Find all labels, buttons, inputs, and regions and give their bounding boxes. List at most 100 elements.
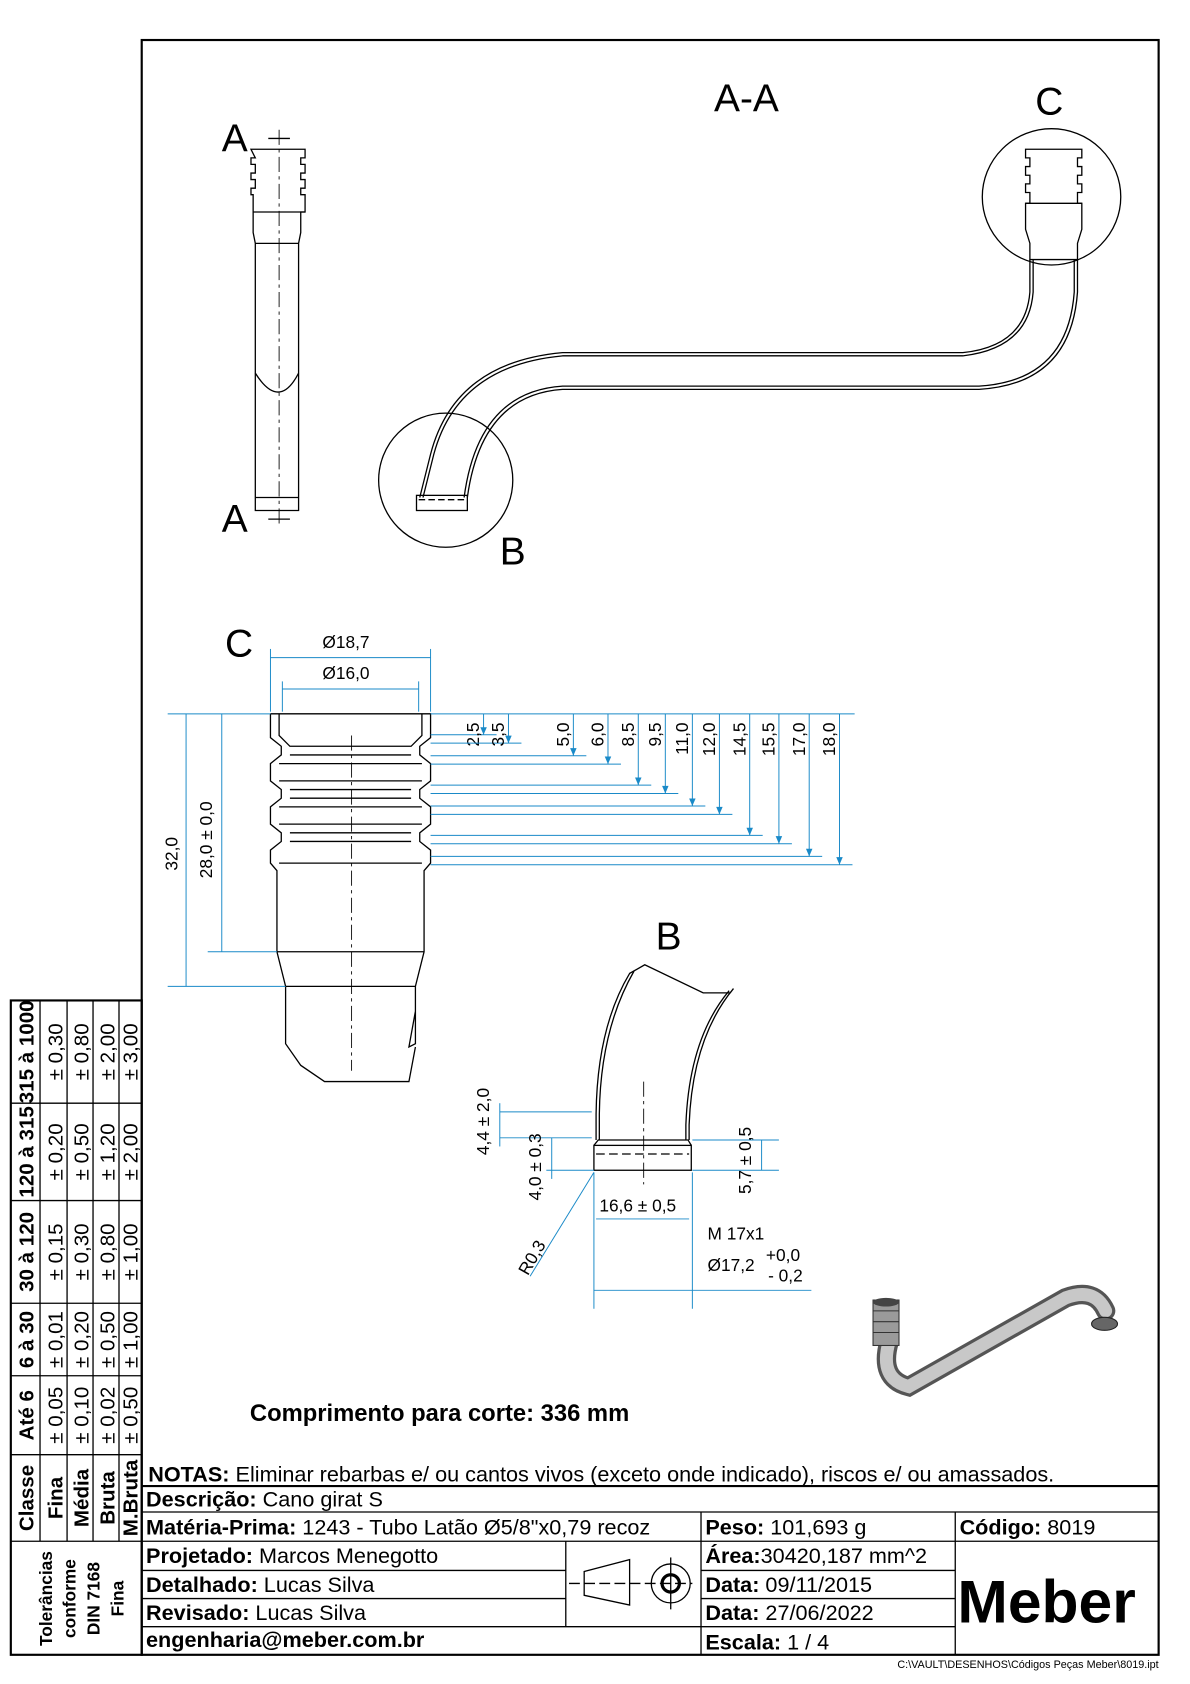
side-view: A A bbox=[222, 117, 306, 541]
tolerance-header: 6 à 30 bbox=[16, 1311, 39, 1368]
depth-arrow bbox=[604, 756, 612, 765]
tolerance-header: 315 à 1000 bbox=[16, 1000, 39, 1103]
depth-arrow bbox=[570, 748, 577, 756]
tolerance-class: Bruta bbox=[97, 1471, 120, 1525]
depth-arrow bbox=[746, 827, 753, 836]
first-angle-projection-icon bbox=[569, 1557, 693, 1610]
drawing-frame bbox=[140, 38, 1160, 1656]
cut-label-top: A bbox=[222, 117, 248, 160]
tolerance-value: ± 0,50 bbox=[71, 1123, 94, 1180]
tolerance-value: ± 0,01 bbox=[45, 1311, 68, 1368]
tolerance-caption: Tolerâncias bbox=[36, 1551, 56, 1646]
depth-label: 8,5 bbox=[618, 722, 638, 746]
tolerance-header: Classe bbox=[16, 1465, 39, 1531]
description-value: Cano girat S bbox=[263, 1487, 383, 1512]
dim-4-0: 4,0 ± 0,3 bbox=[525, 1133, 545, 1200]
weight-value: 101,693 g bbox=[770, 1515, 866, 1540]
depth-arrow bbox=[689, 798, 696, 807]
date-created: Data: 09/11/2015 bbox=[705, 1572, 872, 1597]
notes-label: NOTAS: bbox=[148, 1462, 229, 1487]
detail-b-marker: B bbox=[500, 531, 526, 574]
tolerance-value: ± 0,05 bbox=[45, 1387, 68, 1444]
tolerance-value: ± 0,50 bbox=[119, 1387, 142, 1444]
description-label: Descrição: bbox=[146, 1487, 257, 1512]
dim-16-6: 16,6 ± 0,5 bbox=[599, 1195, 676, 1215]
depth-arrow bbox=[480, 727, 487, 735]
scale-value: 1 / 4 bbox=[787, 1629, 829, 1654]
depth-arrow bbox=[775, 836, 783, 844]
designed-by: Projetado: Marcos Menegotto bbox=[146, 1543, 438, 1568]
reviewed-label: Revisado: bbox=[146, 1600, 249, 1625]
tolerance-value: ± 0,10 bbox=[71, 1387, 94, 1444]
thread-spec: M 17x1 bbox=[708, 1223, 765, 1243]
tolerance-class: Média bbox=[71, 1468, 94, 1527]
tolerance-header: 120 à 315 bbox=[16, 1106, 39, 1197]
depth-arrow bbox=[635, 777, 642, 786]
detail-b-circle bbox=[377, 412, 514, 548]
section-a-a-view: A-A C B bbox=[377, 77, 1122, 574]
depth-arrow bbox=[805, 848, 813, 857]
tolerance-class: Fina bbox=[45, 1476, 68, 1519]
depth-label: 5,0 bbox=[553, 722, 573, 746]
tolerance-value: ± 0,30 bbox=[45, 1023, 68, 1080]
tolerance-value: ± 2,00 bbox=[97, 1023, 120, 1080]
code: Código: 8019 bbox=[960, 1515, 1096, 1540]
material: Matéria-Prima: 1243 - Tubo Latão Ø5/8"x0… bbox=[146, 1515, 650, 1540]
tolerance-caption: conforme bbox=[60, 1559, 80, 1638]
scale: Escala: 1 / 4 bbox=[705, 1629, 829, 1654]
dim-dia-16-0: Ø16,0 bbox=[322, 663, 369, 683]
detail-c-circle bbox=[981, 128, 1122, 266]
tolerance-value: ± 0,20 bbox=[71, 1311, 94, 1368]
file-path: C:\VAULT\DESENHOS\Códigos Peças Meber\80… bbox=[897, 1659, 1158, 1671]
depth-arrow bbox=[836, 857, 843, 865]
dim-length-32: 32,0 bbox=[161, 837, 181, 871]
depth-arrow bbox=[716, 806, 723, 815]
notes: NOTAS: Eliminar rebarbas e/ ou cantos vi… bbox=[148, 1462, 1054, 1487]
email-link[interactable]: engenharia@meber.com.br bbox=[146, 1627, 425, 1652]
depth-label: 3,5 bbox=[488, 722, 508, 746]
weight-label: Peso: bbox=[705, 1515, 764, 1540]
tolerance-caption: DIN 7168 bbox=[84, 1562, 104, 1635]
tolerance-class: M.Bruta bbox=[119, 1459, 142, 1536]
detail-c-marker: C bbox=[1035, 81, 1063, 124]
scale-label: Escala: bbox=[705, 1629, 781, 1654]
area: Área:30420,187 mm^2 bbox=[705, 1543, 927, 1568]
tol-lower: - 0,2 bbox=[768, 1266, 803, 1286]
designed-value: Marcos Menegotto bbox=[259, 1543, 438, 1568]
tol-upper: +0,0 bbox=[766, 1245, 800, 1265]
area-label: Área: bbox=[705, 1543, 760, 1568]
dim-5-7: 5,7 ± 0,5 bbox=[735, 1127, 755, 1194]
dim-4-4: 4,4 ± 2,0 bbox=[473, 1088, 493, 1155]
description: Descrição: Cano girat S bbox=[146, 1487, 383, 1512]
section-label: A-A bbox=[714, 77, 779, 120]
tolerance-value: ± 1,20 bbox=[97, 1123, 120, 1180]
tolerance-value: ± 0,15 bbox=[45, 1223, 68, 1280]
depth-label: 9,5 bbox=[645, 722, 665, 746]
tolerance-value: ± 1,00 bbox=[119, 1223, 142, 1280]
material-value: 1243 - Tubo Latão Ø5/8"x0,79 recoz bbox=[302, 1515, 650, 1540]
depth-arrow bbox=[505, 735, 512, 744]
tolerance-header: 30 à 120 bbox=[16, 1212, 39, 1292]
tolerance-caption: Fina bbox=[107, 1580, 127, 1616]
tolerance-value: ± 0,30 bbox=[71, 1223, 94, 1280]
cut-length: Comprimento para corte: 336 mm bbox=[250, 1400, 629, 1427]
tolerance-value: ± 0,50 bbox=[97, 1311, 120, 1368]
cut-label-bottom: A bbox=[222, 498, 248, 541]
detailed-label: Detalhado: bbox=[146, 1572, 258, 1597]
notes-text: Eliminar rebarbas e/ ou cantos vivos (ex… bbox=[236, 1462, 1055, 1487]
code-label: Código: bbox=[960, 1515, 1042, 1540]
dim-dia-18-7: Ø18,7 bbox=[322, 632, 369, 652]
title-block: NOTAS: Eliminar rebarbas e/ ou cantos vi… bbox=[141, 1462, 1159, 1671]
tolerance-value: ± 2,00 bbox=[119, 1123, 142, 1180]
depth-label: 17,0 bbox=[789, 722, 809, 756]
depth-label: 18,0 bbox=[819, 722, 839, 756]
tolerance-value: ± 0,80 bbox=[97, 1223, 120, 1280]
depth-label: 14,5 bbox=[729, 722, 749, 756]
weight: Peso: 101,693 g bbox=[705, 1515, 866, 1540]
depth-label: 11,0 bbox=[672, 722, 692, 754]
date2-value: 27/06/2022 bbox=[765, 1600, 873, 1625]
date1-value: 09/11/2015 bbox=[765, 1572, 872, 1597]
